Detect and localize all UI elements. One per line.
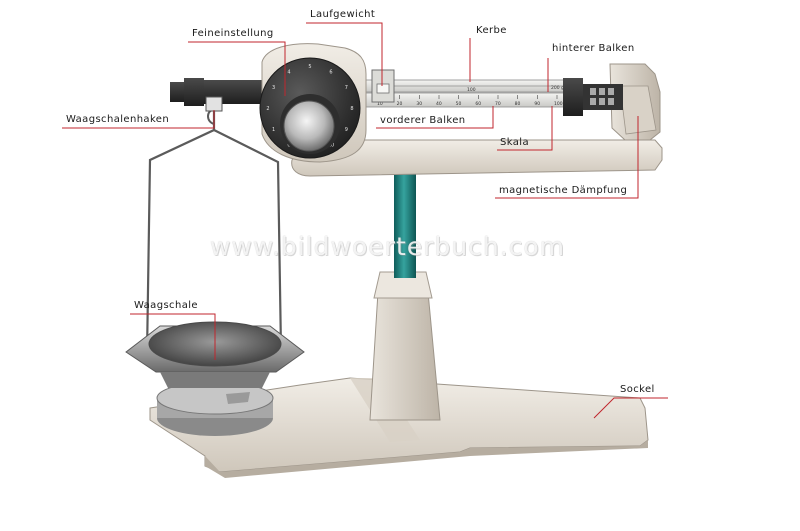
label-vorderer-balken: vorderer Balken	[380, 115, 466, 126]
front-beam-tick-label: 30	[416, 101, 422, 107]
leader-sockel	[593, 397, 668, 419]
leader-waagschalenhaken	[62, 110, 215, 129]
leader-vorderer-balken	[376, 106, 494, 129]
dial-tick-label: 3	[272, 85, 275, 91]
dial-tick-label: 2	[266, 106, 269, 112]
leader-lines	[62, 22, 668, 419]
base	[149, 377, 649, 478]
leader-laufgewicht	[306, 22, 383, 86]
label-feineinstellung: Feineinstellung	[192, 28, 274, 39]
dial-tick-label: 5	[308, 64, 311, 70]
fine-adjustment-dial: 012345678910	[259, 43, 367, 163]
front-beam: 10 20 30 40 50 60 70 80 90 100 g	[364, 92, 571, 108]
leader-skala	[497, 106, 553, 151]
label-magnetische-daempfung: magnetische Dämpfung	[499, 185, 628, 196]
front-beam-tick-label: 100 g	[554, 101, 567, 107]
label-laufgewicht: Laufgewicht	[310, 9, 376, 20]
label-sockel: Sockel	[620, 384, 655, 395]
front-beam-tick-label: 70	[495, 101, 501, 107]
pillar	[369, 170, 441, 421]
rear-beam-max: 200 g	[551, 85, 564, 91]
label-waagschale: Waagschale	[134, 300, 198, 311]
dial-tick-label: 4	[287, 70, 290, 76]
dial-tick-label: 6	[329, 70, 332, 76]
label-waagschalenhaken: Waagschalenhaken	[66, 114, 170, 125]
front-beam-tick-label: 60	[475, 101, 481, 107]
leader-waagschale	[130, 313, 216, 360]
beam-left-end	[170, 78, 274, 112]
watermark: www.bildwoerterbuch.com	[210, 232, 566, 261]
dial-tick-label: 1	[272, 127, 275, 133]
rear-beam-mark: 100	[467, 87, 476, 93]
front-beam-tick-label: 40	[436, 101, 442, 107]
dial-tick-label: 9	[345, 127, 348, 133]
front-beam-tick-label: 50	[456, 101, 462, 107]
front-beam-tick-label: 90	[534, 101, 540, 107]
leader-magnetische-daempfung	[495, 116, 639, 199]
front-beam-tick-label: 10	[377, 101, 383, 107]
front-beam-tick-label: 20	[397, 101, 403, 107]
label-hinterer-balken: hinterer Balken	[552, 43, 635, 54]
label-skala: Skala	[500, 137, 529, 148]
pan-support	[156, 381, 274, 436]
leader-feineinstellung	[188, 41, 286, 96]
label-kerbe: Kerbe	[476, 25, 507, 36]
dial-tick-label: 8	[350, 106, 353, 112]
rider-weight	[371, 69, 395, 103]
dial-tick-label: 7	[345, 85, 348, 91]
beam-right-end	[563, 78, 623, 116]
front-beam-tick-label: 80	[515, 101, 521, 107]
